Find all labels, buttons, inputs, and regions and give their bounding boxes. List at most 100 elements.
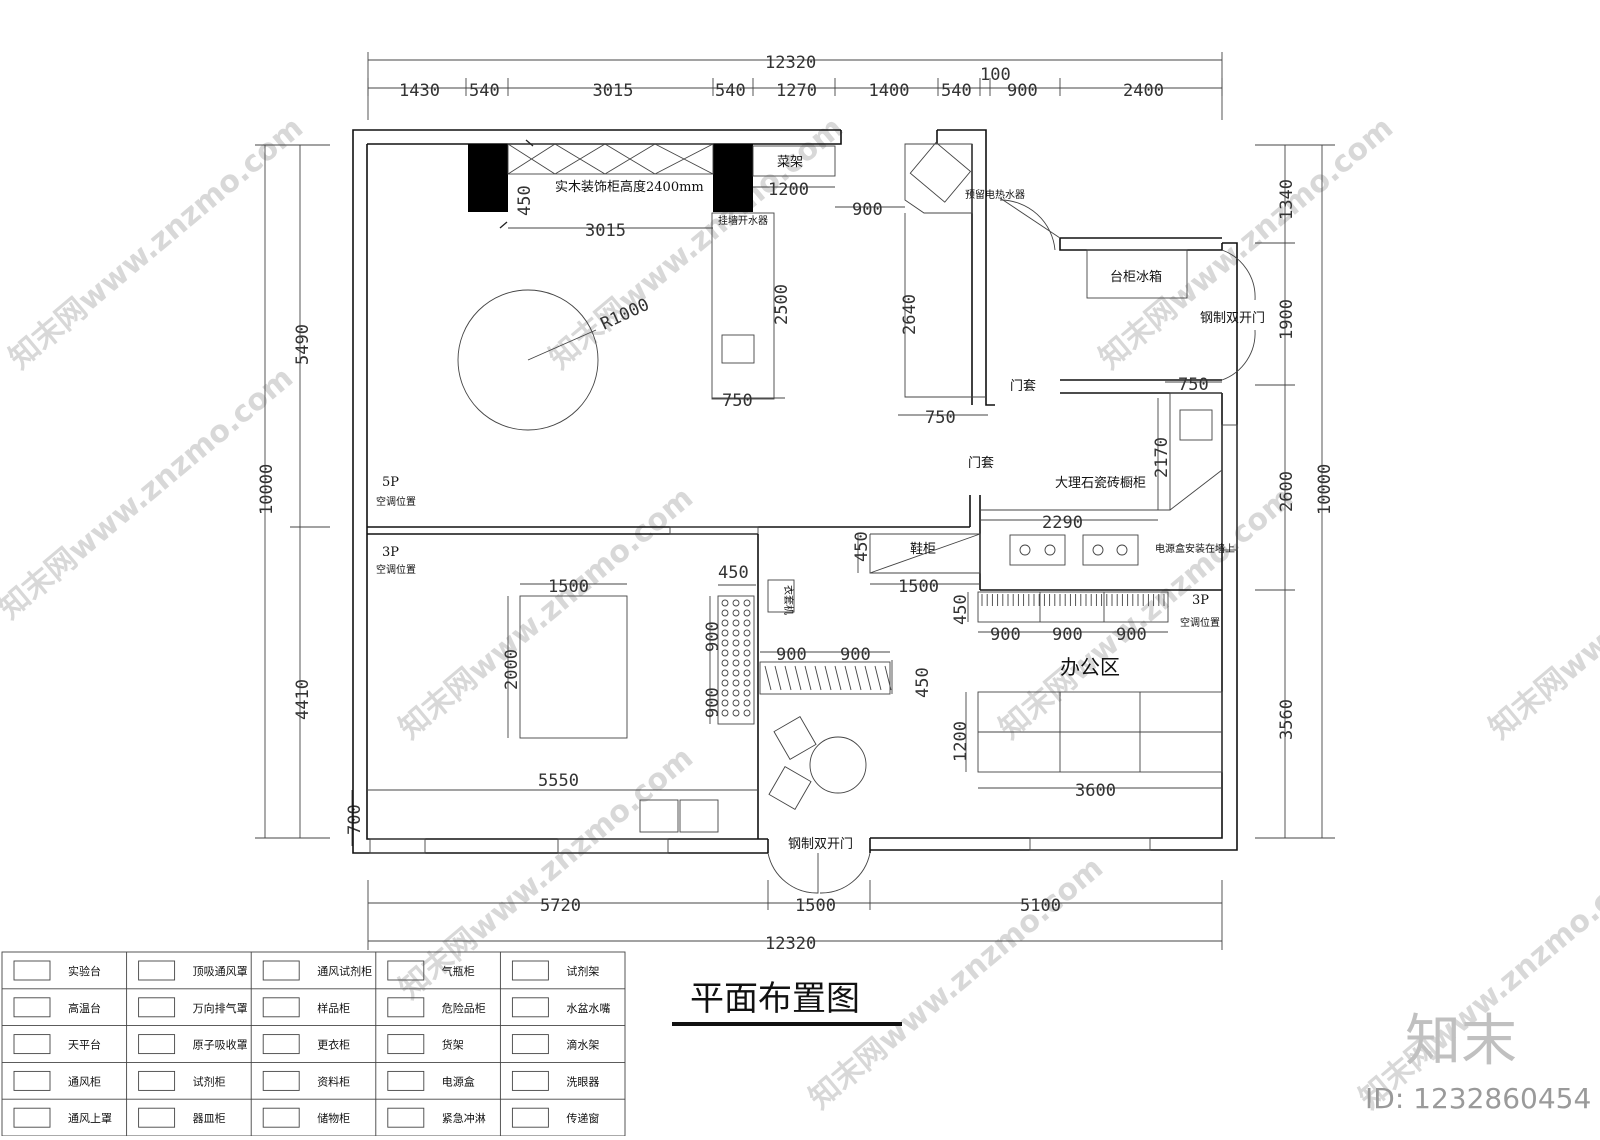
watermark-text: 知末网www.znzmo.com [3,110,310,376]
office-furniture: 衣套机 鞋柜 450 1500 900 900 450 钢制双开门 450 90… [759,531,1223,894]
label-wall-boiler: 挂墙开水器 [718,214,768,227]
dim-hang-w2: 900 [840,645,871,665]
dim-shoe-w: 1500 [898,577,939,597]
rack-dot [743,669,751,677]
label-ac-3p-left-pos: 空调位置 [376,563,416,576]
dim-left-outer: 10000 [257,464,277,515]
dim-rack-w: 450 [718,563,749,583]
legend-symbol [387,1070,425,1091]
rack-dot [721,639,729,647]
lower-left-furniture: 3P 空调位置 1500 2000 450 900 900 5550 [367,545,758,833]
legend-label: 洗眼器 [566,1075,599,1088]
rack-dot [732,629,740,637]
watermark-text: 知末网www.znzmo.com [543,110,850,376]
dim-top-segment: 540 [941,81,972,101]
dim-marble-w: 2290 [1042,513,1083,533]
rack-dot [721,619,729,627]
rack-dot [732,669,740,677]
legend-symbol [138,960,176,981]
dim-bench-len: 2640 [900,294,920,335]
rack-dot [743,659,751,667]
rack-dot [721,599,729,607]
legend-label: 试剂柜 [193,1074,226,1088]
drawing-title: 平面布置图 [690,979,860,1019]
dim-bottom-1: 5720 [540,896,581,916]
legend-symbol [138,997,176,1018]
legend-symbol [138,1107,176,1128]
dim-top-segment: 540 [715,81,746,101]
legend-symbol [262,1070,300,1091]
rack-dot [721,609,729,617]
label-marble: 大理石瓷砖橱柜 [1055,476,1146,491]
dim-right-inner-3: 2600 [1277,471,1297,512]
hang-mark [804,665,812,691]
kitchen-furniture: 实木装饰柜高度2400mm 450 3015 挂墙开水器 菜架 1200 预留电… [376,139,1025,508]
legend-symbol [511,1070,549,1091]
dim-door-gap: 750 [1178,375,1209,395]
brand-block: 知末 ID: 1232860454 [1365,1009,1591,1115]
dim-top-segment: 3015 [593,81,634,101]
label-water-heater: 预留电热水器 [965,188,1025,201]
legend-symbol [387,1034,425,1055]
rack-dot [743,609,751,617]
dim-office-w2: 900 [1052,625,1083,645]
legend-label: 试剂架 [566,964,599,978]
dim-hang-w1: 900 [776,645,807,665]
rack-dot [732,659,740,667]
legend-label: 气瓶柜 [442,964,475,978]
rack-dot [721,709,729,717]
legend-symbol [387,960,425,981]
legend-label: 高温台 [68,1001,101,1015]
dim-right-outer: 10000 [1315,464,1335,515]
rack-dot [721,649,729,657]
legend-label: 更衣柜 [317,1038,350,1052]
dim-office-h: 450 [951,594,971,625]
dim-rack-h2: 900 [703,687,723,718]
watermark-text: 知末网www.znzmo.com [1353,850,1600,1116]
rack-dot [743,649,751,657]
rack-dot [721,699,729,707]
hang-mark [844,665,852,691]
label-clothes: 衣套机 [782,585,795,615]
rack-dot [743,689,751,697]
legend-label: 顶吸通风罩 [193,965,248,978]
dim-top-segment: 1270 [776,81,817,101]
dim-table-h: 2000 [502,649,522,690]
dim-cab-len: 3015 [585,221,626,241]
legend-label: 原子吸收罩 [193,1038,248,1052]
legend-symbol [262,997,300,1018]
left-dimensions: 10000 5490 4410 700 [255,144,365,846]
rack-dot [732,649,740,657]
dim-right-inner-1: 1340 [1277,179,1297,220]
hang-mark [874,665,882,691]
dim-top-segment: 900 [1007,81,1038,101]
rack-dot [721,679,729,687]
legend-label: 实验台 [68,964,101,978]
rack-dot [743,709,751,717]
legend-symbol [511,1107,549,1128]
label-ac-5p: 5P [382,475,399,490]
hang-mark [774,665,782,691]
legend-symbol [13,1107,51,1128]
legend-label: 紧急冲淋 [442,1111,486,1125]
rack-dot [732,599,740,607]
label-steel-door-right: 钢制双开门 [1200,311,1265,326]
brand-id: ID: 1232860454 [1365,1082,1591,1115]
dim-left-inner-1: 5490 [293,324,313,365]
dim-shelf-w: 1200 [768,180,809,200]
legend-label: 通风柜 [68,1075,101,1088]
rack-dot [743,679,751,687]
dim-top-segment: 1430 [399,81,440,101]
dim-right-inner-2: 1900 [1277,299,1297,340]
dim-island-len: 2500 [772,284,792,325]
hang-mark [864,665,872,691]
rack-dot [721,659,729,667]
label-office: 办公区 [1060,655,1120,679]
rack-dot [721,669,729,677]
dim-top-segment: 2400 [1123,81,1164,101]
hang-mark [834,665,842,691]
legend-symbol [138,1070,176,1091]
hang-mark [814,665,822,691]
label-power-box: 电源盒安装在墙上 [1155,542,1235,555]
